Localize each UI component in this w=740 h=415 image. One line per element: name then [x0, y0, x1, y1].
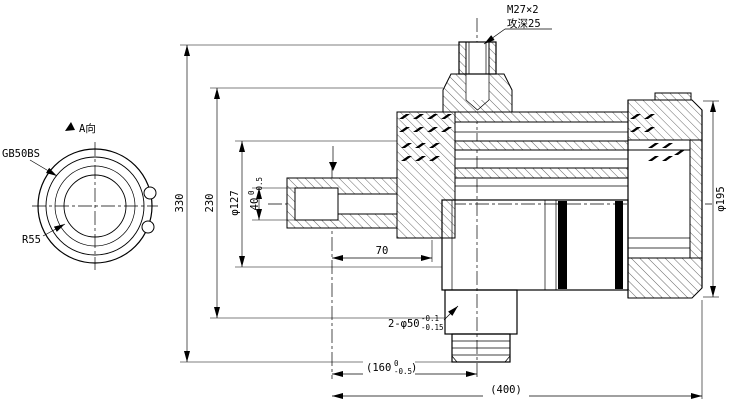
dimensions: 330 230 φ127 40: [174, 4, 727, 399]
dim-160-open: (160: [366, 362, 391, 374]
dim-160: (160 0 -0.5 ): [332, 359, 477, 377]
seal-groove-1: [558, 201, 567, 289]
housing-bore: [627, 139, 691, 259]
circle-4: [63, 174, 127, 238]
housing-top: [627, 99, 703, 141]
main-view: [268, 18, 712, 380]
barrel-band-2: [454, 140, 629, 151]
dim-400: (400): [332, 300, 703, 399]
dim-400-mask: [483, 386, 529, 398]
outer-profile-circle: [37, 148, 153, 264]
gland-flange: [396, 111, 456, 239]
thread-hole: [465, 41, 490, 75]
thread-callout: M27×2 攻深25: [483, 4, 552, 45]
thread-depth-label: 攻深25: [507, 17, 541, 30]
port-channel: [337, 193, 398, 215]
dim-40-base: 40: [249, 198, 261, 211]
gb-callout-label: GB50BS: [2, 148, 40, 160]
dim-50-upper: -0.1: [421, 314, 439, 323]
barrel-band-3: [454, 167, 629, 179]
thread-hole-extension: [466, 74, 489, 100]
notch-bottom: [141, 220, 155, 234]
rod: [441, 199, 629, 291]
left-view: A向 GB50BS R55: [2, 122, 158, 270]
housing-top-step: [654, 92, 692, 101]
dim-70-label: 70: [376, 245, 389, 257]
dim-50-lower: -0.15: [421, 323, 444, 332]
circle-3: [54, 165, 136, 247]
dim-50-callout: 2-φ50 -0.1 -0.15: [388, 305, 459, 332]
dim-160-mask: [363, 360, 415, 376]
view-a-label: A向: [79, 122, 96, 135]
dim-195: φ195: [703, 100, 727, 298]
thread-spec-label: M27×2: [507, 4, 539, 16]
dim-40-upper: 0: [247, 190, 256, 195]
housing-bottom: [627, 257, 703, 299]
rod-body: [441, 199, 629, 291]
dim-230: 230: [204, 87, 445, 319]
nipple-outline: [458, 41, 497, 75]
barrel-band-1: [454, 111, 629, 123]
r55-callout-label: R55: [22, 234, 41, 246]
dim-127-label: φ127: [229, 190, 241, 215]
gb-callout-leader: [29, 159, 58, 177]
shaft-body: [444, 289, 518, 335]
dim-160-close: ): [411, 362, 417, 374]
dim-160-lower: -0.5: [394, 367, 412, 376]
dim-230-label: 230: [204, 194, 216, 213]
dim-70: 70: [332, 240, 433, 262]
lower-shaft: [444, 289, 518, 363]
nipple-wall-left: [458, 41, 467, 75]
view-a-arrow-icon: [65, 122, 75, 131]
r55-callout-leader: [42, 223, 66, 237]
nipple-wall-right: [488, 41, 497, 75]
dim-40-lower: -0.5: [255, 177, 264, 195]
thread-callout-leader: [483, 28, 506, 45]
dim-330-label: 330: [174, 194, 186, 213]
seal-groove-2: [615, 201, 623, 289]
hole-bottom-cone: [465, 99, 490, 111]
circle-2: [45, 156, 145, 256]
section-arrow-a: [329, 146, 337, 171]
dim-40: 40 0 -0.5: [247, 177, 295, 221]
dim-195-label: φ195: [715, 186, 727, 211]
notch-top: [143, 186, 157, 200]
dim-160-upper: 0: [394, 359, 399, 368]
dim-50-base: 2-φ50: [388, 318, 420, 330]
dim-127: φ127: [229, 140, 442, 268]
port-hole: [294, 187, 339, 221]
housing-right-wall: [689, 139, 703, 259]
dim-400-label: (400): [490, 384, 522, 396]
